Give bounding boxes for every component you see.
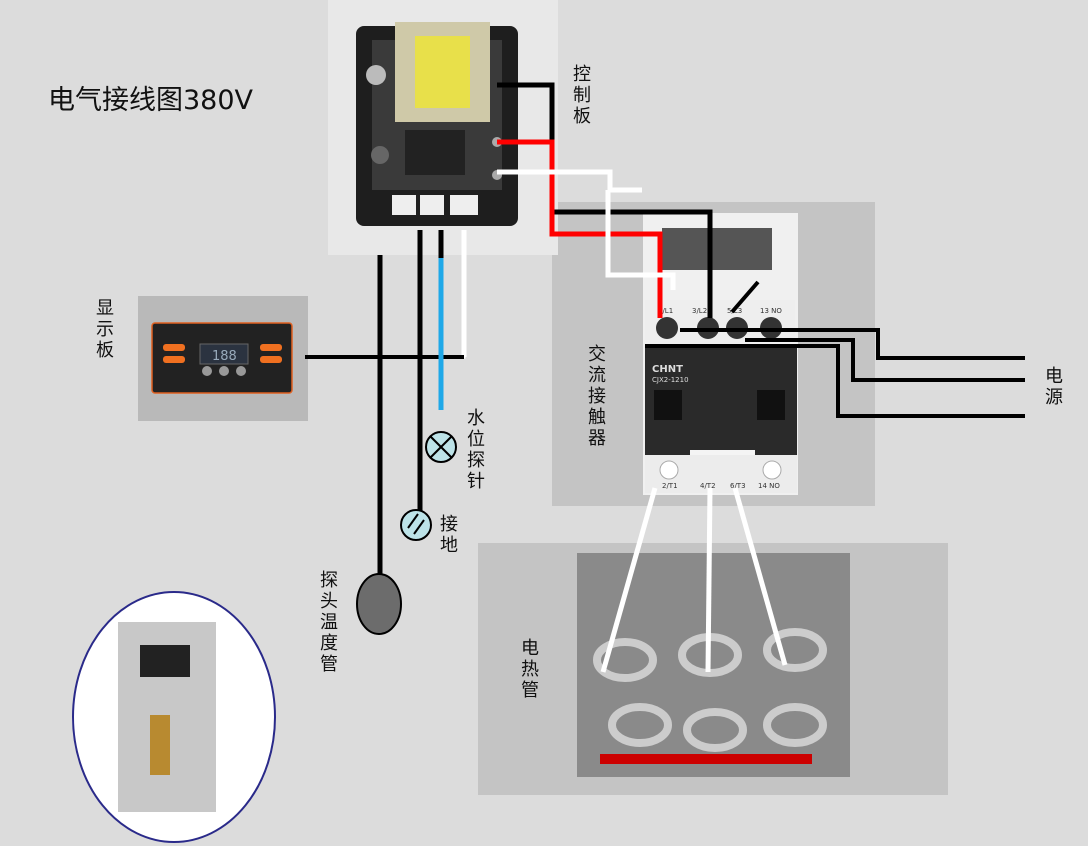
- label-ground: 接地: [440, 514, 458, 556]
- heater-photo: [577, 553, 850, 777]
- heater-bridge-bar: [600, 754, 812, 764]
- terminal-6: 6/T3: [730, 482, 746, 490]
- ground-icon: [400, 509, 432, 541]
- contactor-photo: [643, 213, 798, 495]
- contactor-model: CJX2-1210: [652, 376, 689, 384]
- terminal-14: 14 NO: [758, 482, 780, 490]
- terminal-2: 2/T1: [662, 482, 678, 490]
- label-heater: 电热管: [521, 638, 539, 701]
- terminal-13: 13 NO: [760, 307, 782, 315]
- diagram-title: 电气接线图380V: [48, 85, 254, 116]
- terminal-4: 4/T2: [700, 482, 716, 490]
- label-display-board: 显示板: [96, 298, 114, 361]
- wires: [305, 82, 1025, 673]
- label-control-board: 控制板: [573, 64, 591, 127]
- contactor-brand: CHNT: [652, 364, 683, 375]
- display-board-photo: [138, 296, 308, 421]
- terminal-1: 1/L1: [658, 307, 673, 315]
- temperature-probe-icon: [356, 573, 402, 635]
- label-contactor: 交流接触器: [588, 344, 606, 449]
- label-temp-probe: 探头温度管: [320, 570, 338, 675]
- display-readout: 188: [212, 349, 237, 364]
- water-probe-icon: [425, 431, 457, 463]
- label-power: 电源: [1045, 366, 1063, 408]
- terminal-3: 3/L2: [692, 307, 707, 315]
- product-photo: [72, 591, 276, 843]
- label-water-probe: 水位探针: [467, 408, 485, 492]
- control-board-photo: [328, 0, 558, 255]
